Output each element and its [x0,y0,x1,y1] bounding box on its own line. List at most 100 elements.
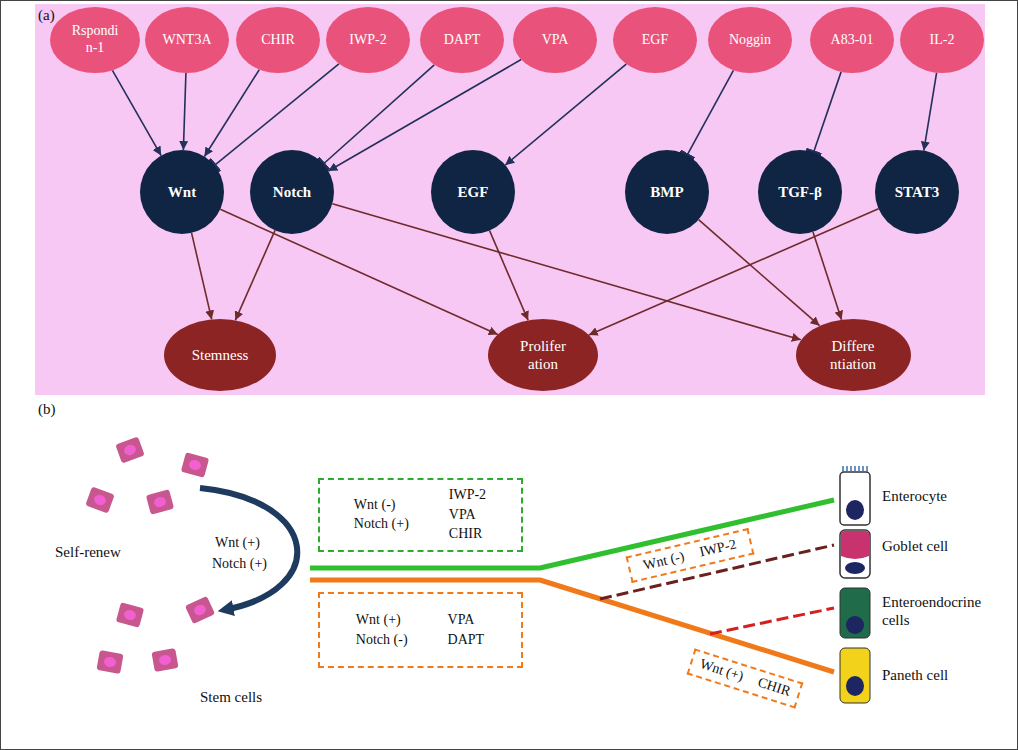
nucleus [123,443,138,457]
enteroendocrine-dashed-line [710,608,834,634]
activation-connector [192,233,212,319]
stem-cell [115,436,144,463]
activation-connector [204,70,259,157]
text-column: Wnt (+) [698,656,746,686]
text-group: A83-01 [831,32,874,49]
text-column: VPADAPT [448,612,485,649]
text-group: CHIR [261,32,294,49]
goblet-icon [840,530,870,578]
node-text: Wnt (-) [354,497,396,514]
text-group: IL-2 [930,32,955,49]
pathway-circle: Notch [250,150,334,234]
activation-connector [328,60,521,171]
text-group: Stemness [192,346,249,364]
text-column: Stemness [192,346,249,364]
text-group: TGF-β [778,183,822,201]
node-shape [488,319,598,391]
node-text: TGF-β [778,183,822,201]
outcome-ellipse: Stemness [164,319,276,391]
cell-body [115,436,144,463]
cell-body [840,648,870,703]
regulator-circle: CHIR [236,7,320,73]
panel-label: (b) [38,400,56,418]
text-group: Rspondi n-1 [65,23,125,57]
text-column: VPA [542,32,569,49]
process-label: Self-renew [55,543,121,561]
node-text: CHIR [261,32,294,49]
stem-cell [185,596,215,624]
node-text: WNT3A [163,32,212,49]
activation-connector [112,70,161,155]
node-text: Differe ntiation [822,337,884,373]
pathway-circle: TGF-β [758,150,842,234]
node-text: VPA [448,612,475,629]
node-outline [50,7,140,73]
nucleus [846,616,864,634]
cell-body [151,648,178,672]
nucleus [123,609,137,622]
node-text: Notch (-) [356,632,408,649]
inhibition-connector [814,72,842,152]
node-text: IWP-2 [698,536,738,561]
nucleus [103,656,117,668]
text-column: Wnt [168,183,196,201]
cell-body [840,530,870,578]
secretory-lineage-line [310,580,834,672]
regulator-circle: A83-01 [810,7,894,73]
text-group: DAPT [444,32,481,49]
activation-connector [505,64,626,165]
text-column: EGF [458,183,489,201]
text-column: IL-2 [930,32,955,49]
stem-cell [85,486,114,513]
node-text: Notch (+) [354,516,409,533]
regulator-circle: IWP-2 [326,7,410,73]
stem-cell [181,452,209,478]
node-outline [613,7,697,73]
microvilli [843,466,867,472]
text-column: STAT3 [895,183,939,201]
activation-connector [490,231,529,321]
cell-body [840,588,870,638]
text-column: BMP [650,183,683,201]
stem-cell [151,648,178,672]
node-text: VPA [449,507,476,524]
cell-label: Paneth cell [882,666,948,684]
regulator-circle: IL-2 [900,7,984,73]
nucleus [93,493,108,507]
cell-body [85,486,114,513]
node-outline [431,150,515,234]
node-outline [796,319,911,391]
paneth-icon [840,648,870,703]
self-renew-arrow [200,488,297,610]
pathway-circle: STAT3 [875,150,959,234]
cell-body [96,650,123,674]
node-shape [796,319,911,391]
node-text: EGF [642,32,668,49]
text-column: Notch [273,183,311,201]
inhibition-connector [687,70,733,155]
condition-box: Wnt (+)Notch (-) VPADAPT [318,592,523,668]
text-column: IWP-2VPACHIR [449,487,486,543]
node-outline [875,150,959,234]
text-group: Wnt (-) Notch (+) IWP-2VPACHIR [354,487,486,543]
node-text: BMP [650,183,683,201]
activation-connector [235,230,275,320]
outcome-ellipse: Differe ntiation [796,319,911,391]
node-outline [900,7,984,73]
text-group: Notch [273,183,311,201]
node-text: A83-01 [831,32,874,49]
regulator-circle: Rspondi n-1 [50,7,140,73]
node-outline [708,7,792,73]
text-column: Wnt (-) [642,548,686,574]
text-column: Wnt (+)Notch (-) [356,612,408,649]
text-group: Noggin [729,32,771,49]
enteroendocrine-icon [840,588,870,638]
text-group: EGF [642,32,668,49]
text-column: DAPT [444,32,481,49]
cell-label: Enteroendocrine cells [882,593,1002,629]
condition-box: Wnt (-) IWP-2 [626,528,755,583]
activation-connector [924,73,937,151]
text-column: Noggin [729,32,771,49]
node-outline [625,150,709,234]
